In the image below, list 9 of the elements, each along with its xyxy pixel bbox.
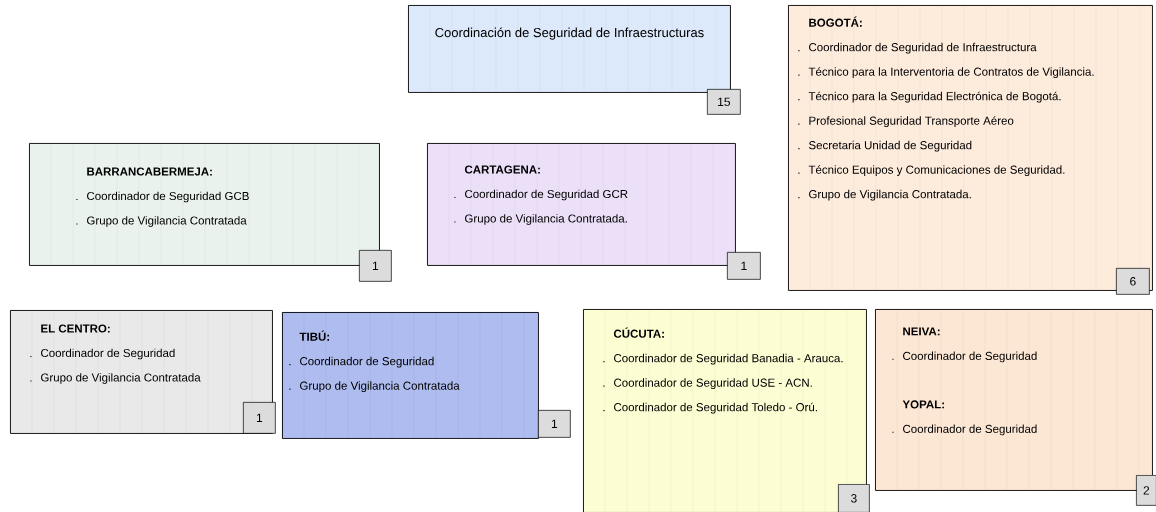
unit-box: CARTAGENA: Coordinador de Seguridad GCR Grupo de Vigilancia Contratada.: [427, 143, 736, 266]
count-box: 2: [1136, 475, 1156, 506]
title-box: Coordinación de Seguridad de Infraestructuras: [408, 5, 731, 93]
count-box: 1: [359, 250, 392, 282]
unit-box: TIBÚ: Coordinador de Seguridad Grupo de Vigilancia Contratada: [282, 312, 539, 439]
count-box: 1: [538, 410, 571, 438]
count-box: 15: [707, 89, 741, 115]
count-box: 6: [1116, 268, 1150, 295]
count-box: 1: [727, 252, 761, 280]
